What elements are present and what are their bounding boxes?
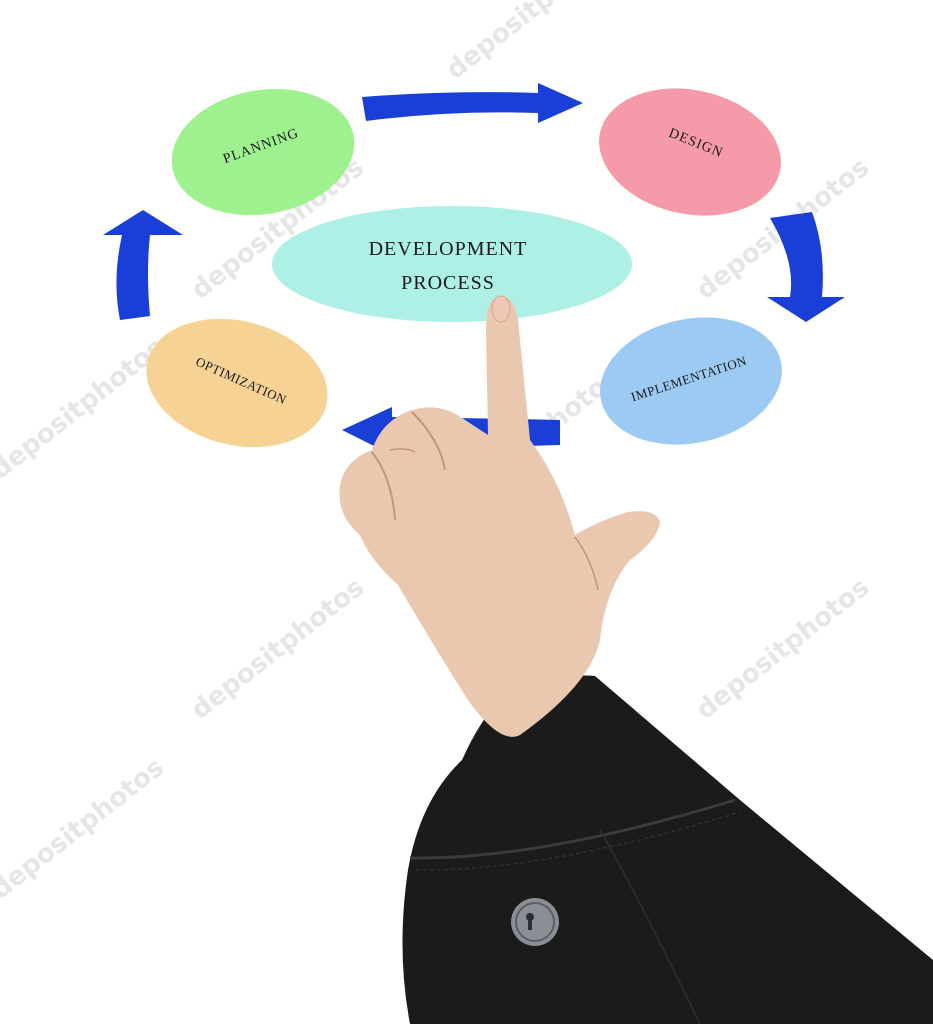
optimization-ellipse: [146, 318, 328, 448]
arrow-design-to-implementation: [767, 212, 845, 322]
node-optimization: OPTIMIZATION: [146, 318, 328, 448]
sleeve-fold: [599, 829, 701, 1024]
center-label-line2: PROCESS: [401, 272, 495, 294]
button-rim: [515, 902, 555, 942]
pointing-hand: [339, 295, 660, 737]
knuckle-crease: [389, 448, 416, 453]
finger-crease: [371, 451, 396, 521]
node-design: DESIGN: [599, 88, 781, 216]
hand-palm: [339, 296, 660, 737]
sleeve-cuff-seam: [409, 798, 736, 860]
sleeve-button: [511, 898, 559, 946]
watermark: depositphotos: [0, 752, 170, 905]
watermark: depositphotos: [186, 572, 370, 725]
sleeve-stitching: [415, 811, 741, 871]
thumb-crease: [574, 536, 599, 591]
watermark: depositphotos: [0, 332, 170, 485]
arrow-planning-to-design: [362, 83, 583, 123]
center-ellipse: [272, 206, 632, 322]
design-ellipse: [599, 88, 781, 216]
sleeve-body: [402, 675, 933, 1024]
watermark: depositphotos: [691, 572, 875, 725]
button-slot: [528, 918, 532, 930]
node-implementation: IMPLEMENTATION: [600, 317, 782, 445]
fingernail: [491, 295, 511, 323]
coat-sleeve: [402, 675, 933, 1024]
finger-crease: [411, 411, 446, 471]
implementation-ellipse: [600, 317, 782, 445]
arrow-optimization-to-planning: [103, 210, 183, 320]
watermark: depositphotos: [441, 0, 625, 86]
center-node: DEVELOPMENT PROCESS: [272, 206, 632, 322]
node-planning: PLANNING: [171, 88, 355, 216]
planning-ellipse: [171, 88, 355, 216]
center-label-line1: DEVELOPMENT: [369, 238, 528, 260]
